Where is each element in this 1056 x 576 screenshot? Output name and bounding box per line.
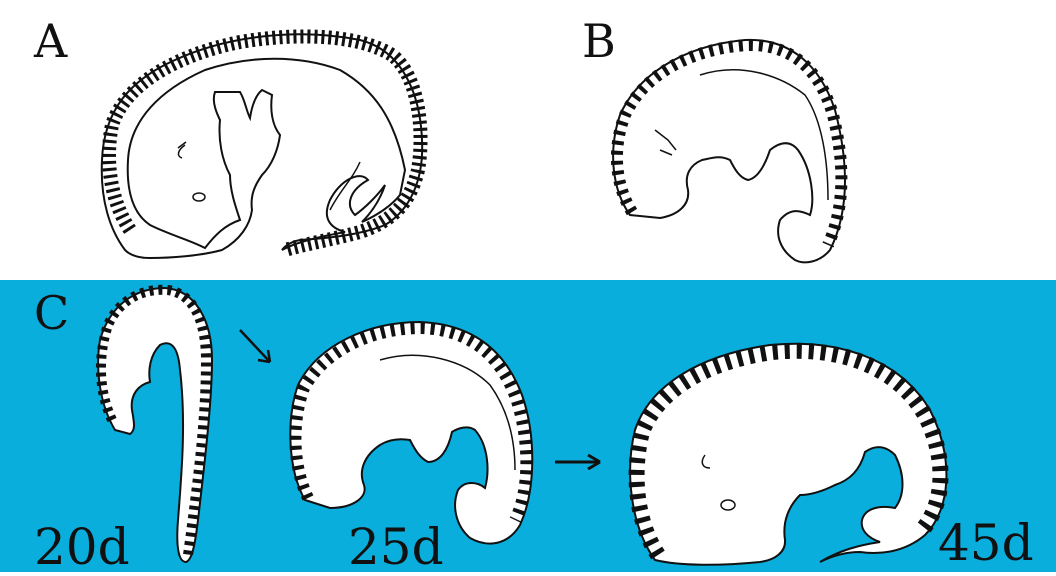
arrow-icon	[555, 455, 600, 469]
stage-label-20d: 20d	[34, 522, 130, 572]
panel-label-a: A	[34, 18, 67, 64]
embryo-c-25d	[290, 322, 532, 544]
panel-label-b: B	[582, 18, 616, 64]
embryo-b	[613, 40, 845, 262]
stage-label-25d: 25d	[348, 522, 444, 572]
embryo-a-outline	[102, 34, 422, 258]
embryo-a	[102, 34, 422, 258]
arrow-icon	[240, 330, 270, 362]
panel-label-c: C	[34, 290, 69, 336]
embryo-c-45d	[630, 344, 946, 565]
stage-label-45d: 45d	[938, 518, 1034, 568]
